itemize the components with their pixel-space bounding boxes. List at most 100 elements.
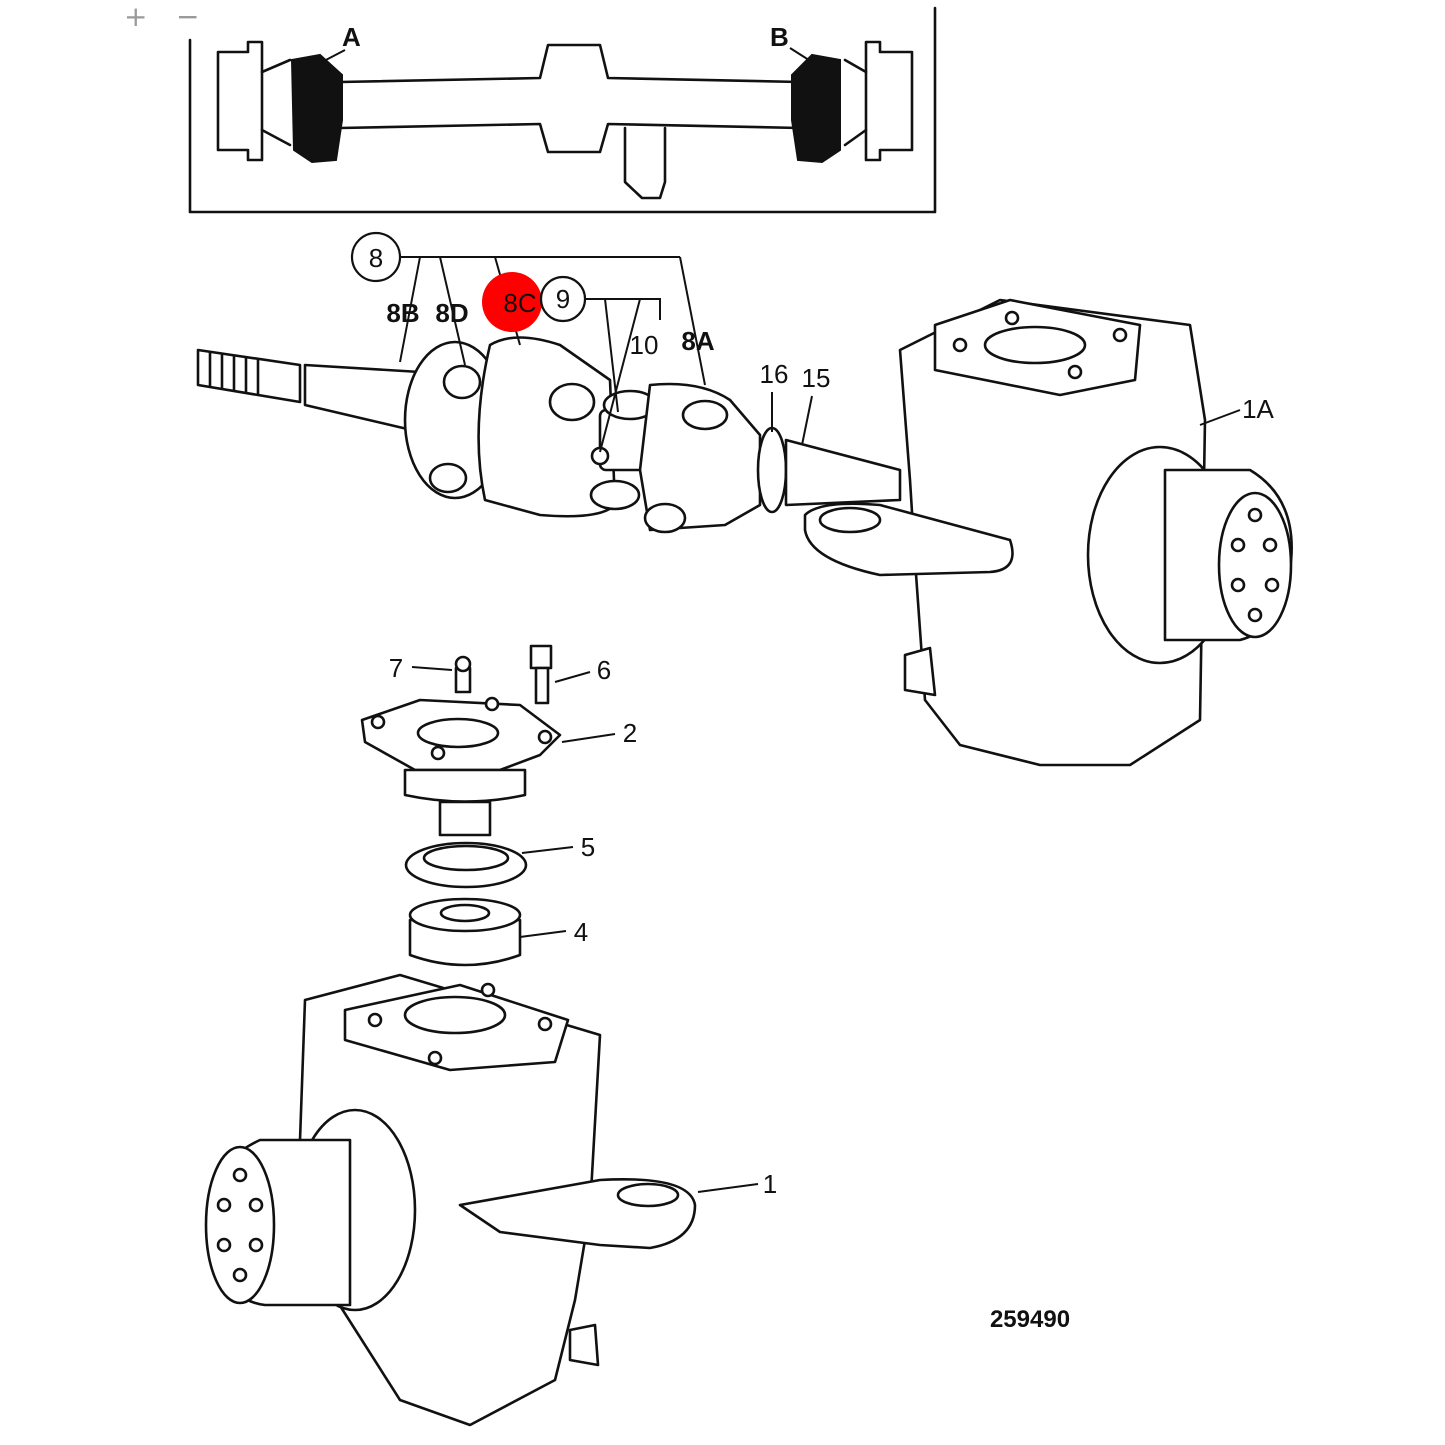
leader-a xyxy=(321,49,346,63)
callout-6: 6 xyxy=(597,655,611,685)
h1-flange-hole-2 xyxy=(480,982,496,998)
seal-16 xyxy=(756,426,788,514)
inner-yoke-lower-bore xyxy=(428,462,468,494)
bolt-6-shank xyxy=(534,666,550,705)
swivel-housing-1 xyxy=(204,973,697,1427)
top-cap-2-boss xyxy=(403,768,527,803)
shaft-body xyxy=(303,363,422,434)
left-hub xyxy=(216,40,264,162)
outer-yoke-bore xyxy=(681,399,729,431)
housing-1-top-bore xyxy=(403,995,507,1035)
flange-hole-1 xyxy=(952,337,968,353)
callout-16: 16 xyxy=(760,359,789,389)
leader-7 xyxy=(411,666,453,671)
callouts: 8 8B 8D 8C 9 10 8A 16 15 1A 7 6 2 5 4 xyxy=(350,231,1275,1333)
callout-10: 10 xyxy=(630,330,659,360)
lower-pivot-1 xyxy=(568,1323,600,1367)
flange-hole-3 xyxy=(1112,327,1128,343)
leader-1 xyxy=(697,1183,759,1193)
callout-8d: 8D xyxy=(435,298,468,328)
hub-face-1 xyxy=(204,1145,276,1305)
drive-shaft-assembly xyxy=(196,336,902,534)
h1-stud-hole-1 xyxy=(232,1167,248,1183)
drawing-number: 259490 xyxy=(990,1306,1070,1333)
leader-15 xyxy=(801,395,813,446)
top-cap-2-spigot xyxy=(438,800,492,837)
callout-8a: 8A xyxy=(681,326,714,356)
swivel-housing-1a xyxy=(803,298,1293,767)
outer-yoke xyxy=(638,382,762,532)
leader-8-bracket xyxy=(399,256,706,386)
stud-hole-6 xyxy=(1230,537,1246,553)
h1-flange-hole-4 xyxy=(427,1050,443,1066)
outer-yoke-lower-bore xyxy=(643,502,687,534)
h1-stud-hole-3 xyxy=(248,1237,264,1253)
callout-8: 8 xyxy=(369,243,383,273)
leader-9-10 xyxy=(585,298,661,453)
spline-teeth xyxy=(208,350,260,396)
stud-hole-2 xyxy=(1262,537,1278,553)
bolt-6-head xyxy=(529,644,553,670)
cap-hole-3 xyxy=(537,729,553,745)
leader-2 xyxy=(561,733,616,743)
cap-hole-1 xyxy=(370,714,386,730)
steering-arm-1-eye xyxy=(616,1182,680,1208)
label-b: B xyxy=(770,22,789,52)
steering-arm-1a-eye xyxy=(818,506,882,534)
centre-housing-bore xyxy=(548,382,596,422)
grease-nipple-10 xyxy=(590,446,610,466)
hub-face-1a xyxy=(1217,491,1293,639)
leader-5 xyxy=(521,846,574,854)
label-a: A xyxy=(342,22,361,52)
stud-hole-5 xyxy=(1230,577,1246,593)
callout-1a: 1A xyxy=(1242,394,1274,424)
stud-hole-4 xyxy=(1247,607,1263,623)
left-swivel-housing-a xyxy=(290,53,343,164)
bearing-4 xyxy=(408,918,522,967)
axle-top-edge xyxy=(338,43,802,84)
h1-stud-hole-6 xyxy=(216,1197,232,1213)
stub-shaft-15 xyxy=(784,438,902,507)
stud-hole-1 xyxy=(1247,507,1263,523)
cap-hole-2 xyxy=(484,696,500,712)
h1-stud-hole-2 xyxy=(248,1197,264,1213)
inset-frame xyxy=(188,6,937,214)
grease-nipple-7-head xyxy=(454,655,472,673)
seal-5-bore xyxy=(422,844,510,872)
h1-stud-hole-4 xyxy=(232,1267,248,1283)
callout-1: 1 xyxy=(763,1169,777,1199)
axle-bottom-edge xyxy=(338,122,802,154)
leader-b xyxy=(789,47,813,63)
axle-overview-inset: A B xyxy=(188,6,937,214)
right-swivel-housing-b xyxy=(791,53,841,164)
callout-8c-highlight xyxy=(482,272,542,332)
callout-9: 9 xyxy=(556,284,570,314)
callout-4: 4 xyxy=(574,917,588,947)
lower-pivot-1a xyxy=(903,646,937,697)
shaft-spline xyxy=(196,348,302,404)
callout-2: 2 xyxy=(623,718,637,748)
cap-hole-4 xyxy=(430,745,446,761)
h1-stud-hole-5 xyxy=(216,1237,232,1253)
zoom-out-button[interactable]: − xyxy=(176,0,200,33)
callout-8b: 8B xyxy=(386,298,419,328)
centre-housing xyxy=(477,336,617,518)
right-hub xyxy=(864,40,914,162)
inner-yoke-bore xyxy=(442,364,482,400)
right-hub-flare xyxy=(843,58,868,147)
callout-7: 7 xyxy=(389,653,403,683)
leader-1a xyxy=(1199,409,1241,426)
flange-hole-2 xyxy=(1004,310,1020,326)
zoom-in-button[interactable]: + xyxy=(124,0,148,33)
leader-4 xyxy=(519,930,567,938)
flange-hole-4 xyxy=(1067,364,1083,380)
callout-8c: 8C xyxy=(503,288,536,318)
top-cap-2-bore xyxy=(416,717,500,749)
callout-5: 5 xyxy=(581,832,595,862)
leader-6 xyxy=(554,671,591,683)
housing-1a-top-bore xyxy=(983,325,1087,365)
h1-flange-hole-1 xyxy=(367,1012,383,1028)
callout-15: 15 xyxy=(802,363,831,393)
spider-cap-bottom xyxy=(589,479,641,511)
